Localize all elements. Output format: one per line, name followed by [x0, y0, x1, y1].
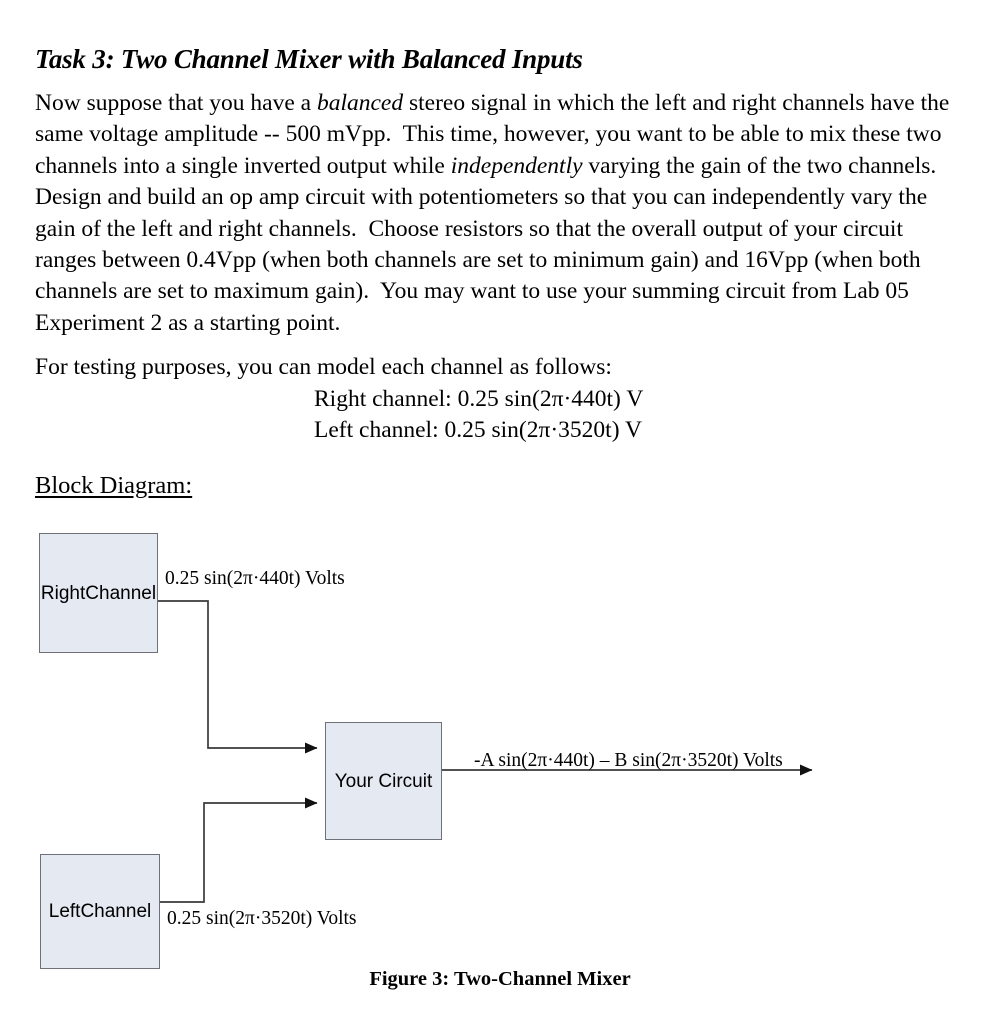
figure-caption: Figure 3: Two-Channel Mixer [369, 968, 631, 990]
wire-left-channel-to-circuit [160, 797, 318, 903]
wire-label-output-signal: -A sin(2π·440t) – B sin(2π·3520t) Volts [474, 750, 783, 771]
block-label-line: Channel [80, 901, 152, 922]
model-intro-text: For testing purposes, you can model each… [35, 354, 612, 380]
block-diagram-heading: Block Diagram: [35, 472, 193, 499]
page-title: Task 3: Two Channel Mixer with Balanced … [35, 44, 583, 75]
block-your-circuit[interactable]: Your Circuit [325, 722, 442, 840]
wire-right-channel-to-circuit [158, 600, 318, 754]
block-label-line: Left [48, 901, 81, 922]
wire-label-left-signal: 0.25 sin(2π·3520t) Volts [167, 908, 357, 929]
wire-label-right-signal: 0.25 sin(2π·440t) Volts [165, 568, 345, 589]
task-description-paragraph: Now suppose that you have a balanced ste… [35, 90, 950, 336]
block-label-line: Channel [85, 582, 157, 604]
equation-right-channel: Right channel: 0.25 sin(2π·440t) V [314, 386, 644, 412]
equation-left-channel: Left channel: 0.25 sin(2π·3520t) V [314, 417, 642, 443]
block-label-line: Right [40, 582, 86, 604]
